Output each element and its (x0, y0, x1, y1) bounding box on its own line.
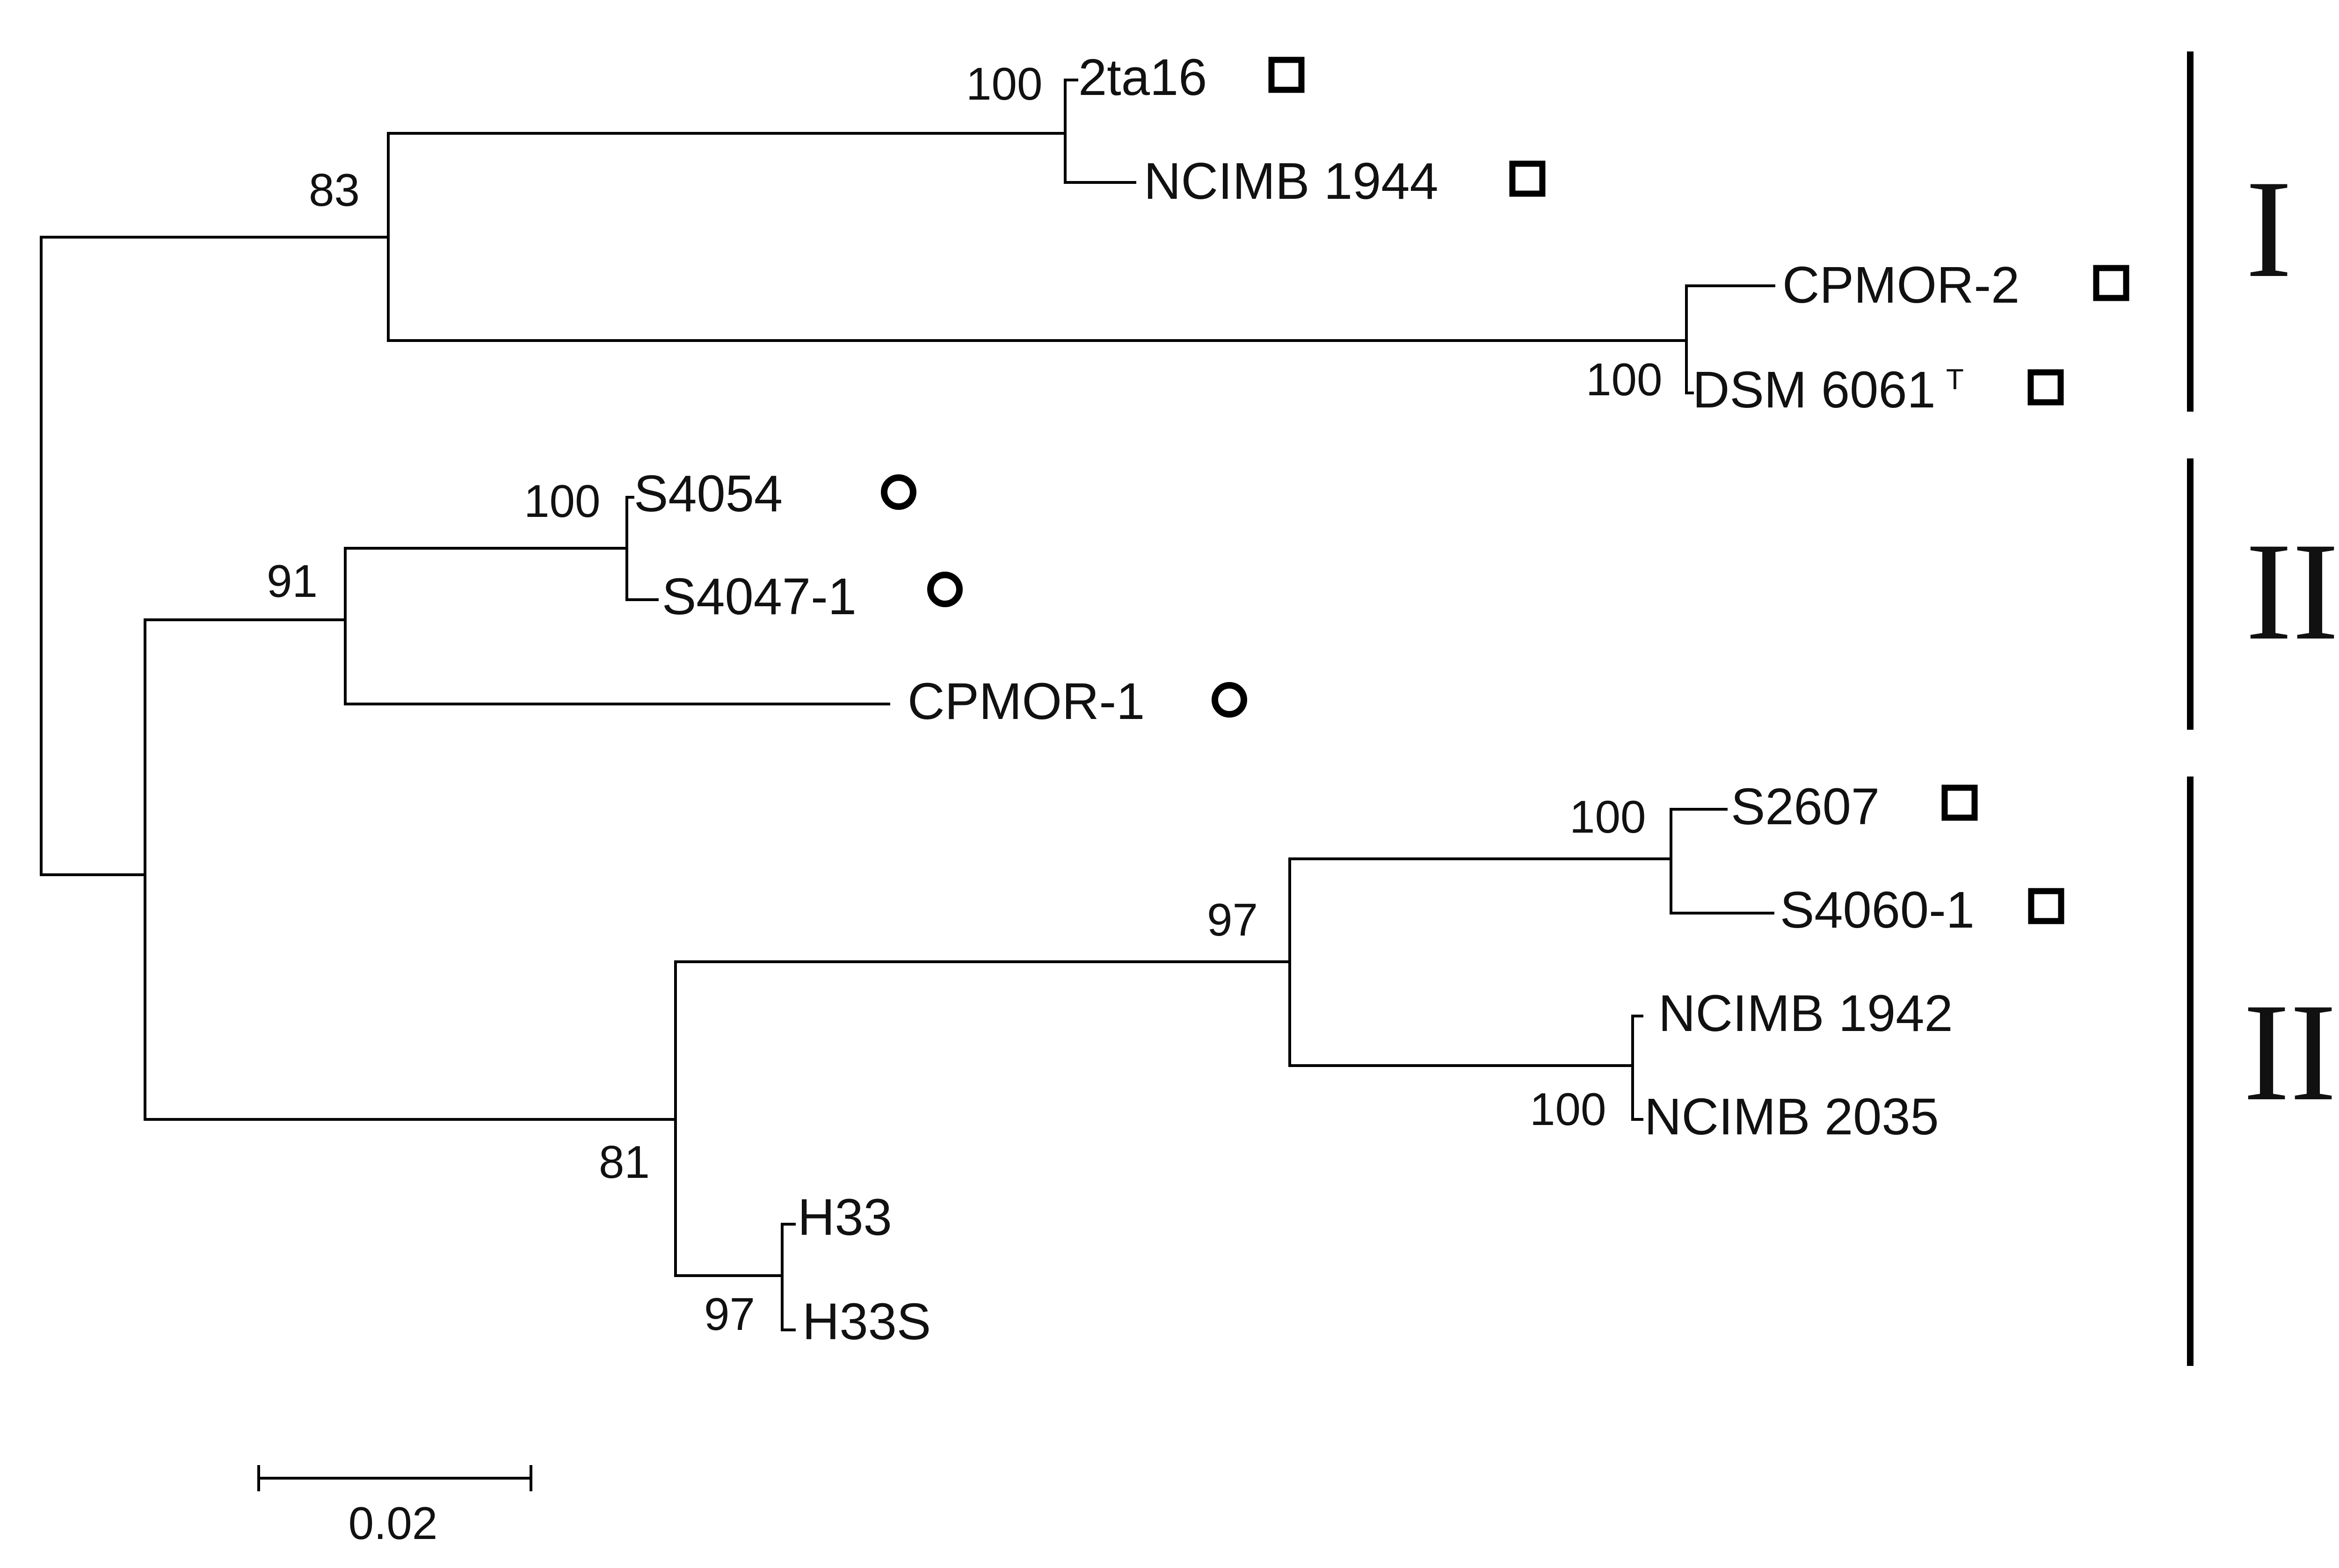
square-marker-icon (2093, 265, 2129, 301)
branch-s4054-s4047 (625, 496, 659, 601)
bootstrap-value: 100 (1586, 354, 1663, 405)
square-marker-icon (2028, 888, 2064, 924)
bootstrap-value: 97 (1207, 894, 1258, 945)
bootstrap-value: 83 (309, 164, 360, 216)
leaf-label-cpmor2: CPMOR-2 (1782, 256, 2019, 314)
branch-s2607-s4060 (1670, 808, 1774, 915)
branch-h33-h33s (781, 1223, 796, 1331)
leaf-label-dsm6061: DSM 6061 (1693, 361, 1936, 419)
leaf-label-s2607: S2607 (1731, 778, 1880, 835)
square-marker-icon (1941, 784, 1978, 821)
clade-markers: I II III (2187, 51, 2339, 1366)
branch-s-ncimb (1288, 857, 1672, 1067)
bootstrap-value: 100 (524, 475, 601, 527)
branch-ncimb1942-ncimb2035 (1631, 1015, 1643, 1121)
leaf-label-s4054: S4054 (634, 465, 783, 523)
branch-root (40, 236, 390, 876)
leaf-superscript-dsm6061: T (1946, 363, 1964, 396)
leaf-label-h33s: H33S (802, 1293, 931, 1350)
bootstrap-value: 97 (704, 1288, 755, 1340)
clade-label-III: III (2243, 974, 2339, 1130)
clade-label-I: I (2245, 151, 2292, 306)
branch-clade-3 (674, 960, 1291, 1277)
leaf-markers (881, 57, 2129, 924)
leaf-label-ncimb1944: NCIMB 1944 (1144, 152, 1438, 210)
branch-clade-2 (344, 547, 890, 705)
clade-label-II: II (2245, 514, 2339, 669)
bootstrap-values: 100 83 100 100 91 100 97 100 81 97 (267, 58, 1663, 1340)
square-marker-icon (2027, 369, 2064, 406)
leaf-label-s4060: S4060-1 (1780, 881, 1975, 939)
circle-marker-icon (881, 474, 916, 510)
leaf-label-cpmor1: CPMOR-1 (908, 673, 1145, 730)
circle-marker-icon (1212, 682, 1247, 718)
bootstrap-value: 81 (599, 1136, 650, 1188)
tree-branches (40, 79, 1775, 1331)
bootstrap-value: 91 (267, 555, 318, 607)
bootstrap-value: 100 (966, 58, 1043, 109)
branch-2ta16-ncimb1944 (1064, 79, 1136, 184)
leaf-label-h33: H33 (798, 1189, 892, 1246)
circle-marker-icon (927, 572, 963, 607)
bootstrap-value: 100 (1530, 1083, 1606, 1135)
branch-clade-2-3 (144, 618, 677, 1121)
branch-cpmor2-dsm6061 (1685, 284, 1775, 394)
leaf-label-ncimb1942: NCIMB 1942 (1658, 985, 1953, 1042)
branch-clade-1 (387, 132, 1688, 342)
leaf-label-2ta16: 2ta16 (1078, 49, 1207, 106)
leaf-label-s4047: S4047-1 (662, 568, 857, 625)
leaf-labels: 2ta16 NCIMB 1944 CPMOR-2 DSM 6061 T S405… (634, 49, 2019, 1350)
square-marker-icon (1268, 57, 1305, 93)
leaf-label-ncimb2035: NCIMB 2035 (1644, 1088, 1939, 1146)
bootstrap-value: 100 (1569, 791, 1646, 842)
scale-bar-label: 0.02 (349, 1497, 438, 1549)
square-marker-icon (1509, 160, 1546, 197)
scale-bar: 0.02 (257, 1465, 532, 1549)
